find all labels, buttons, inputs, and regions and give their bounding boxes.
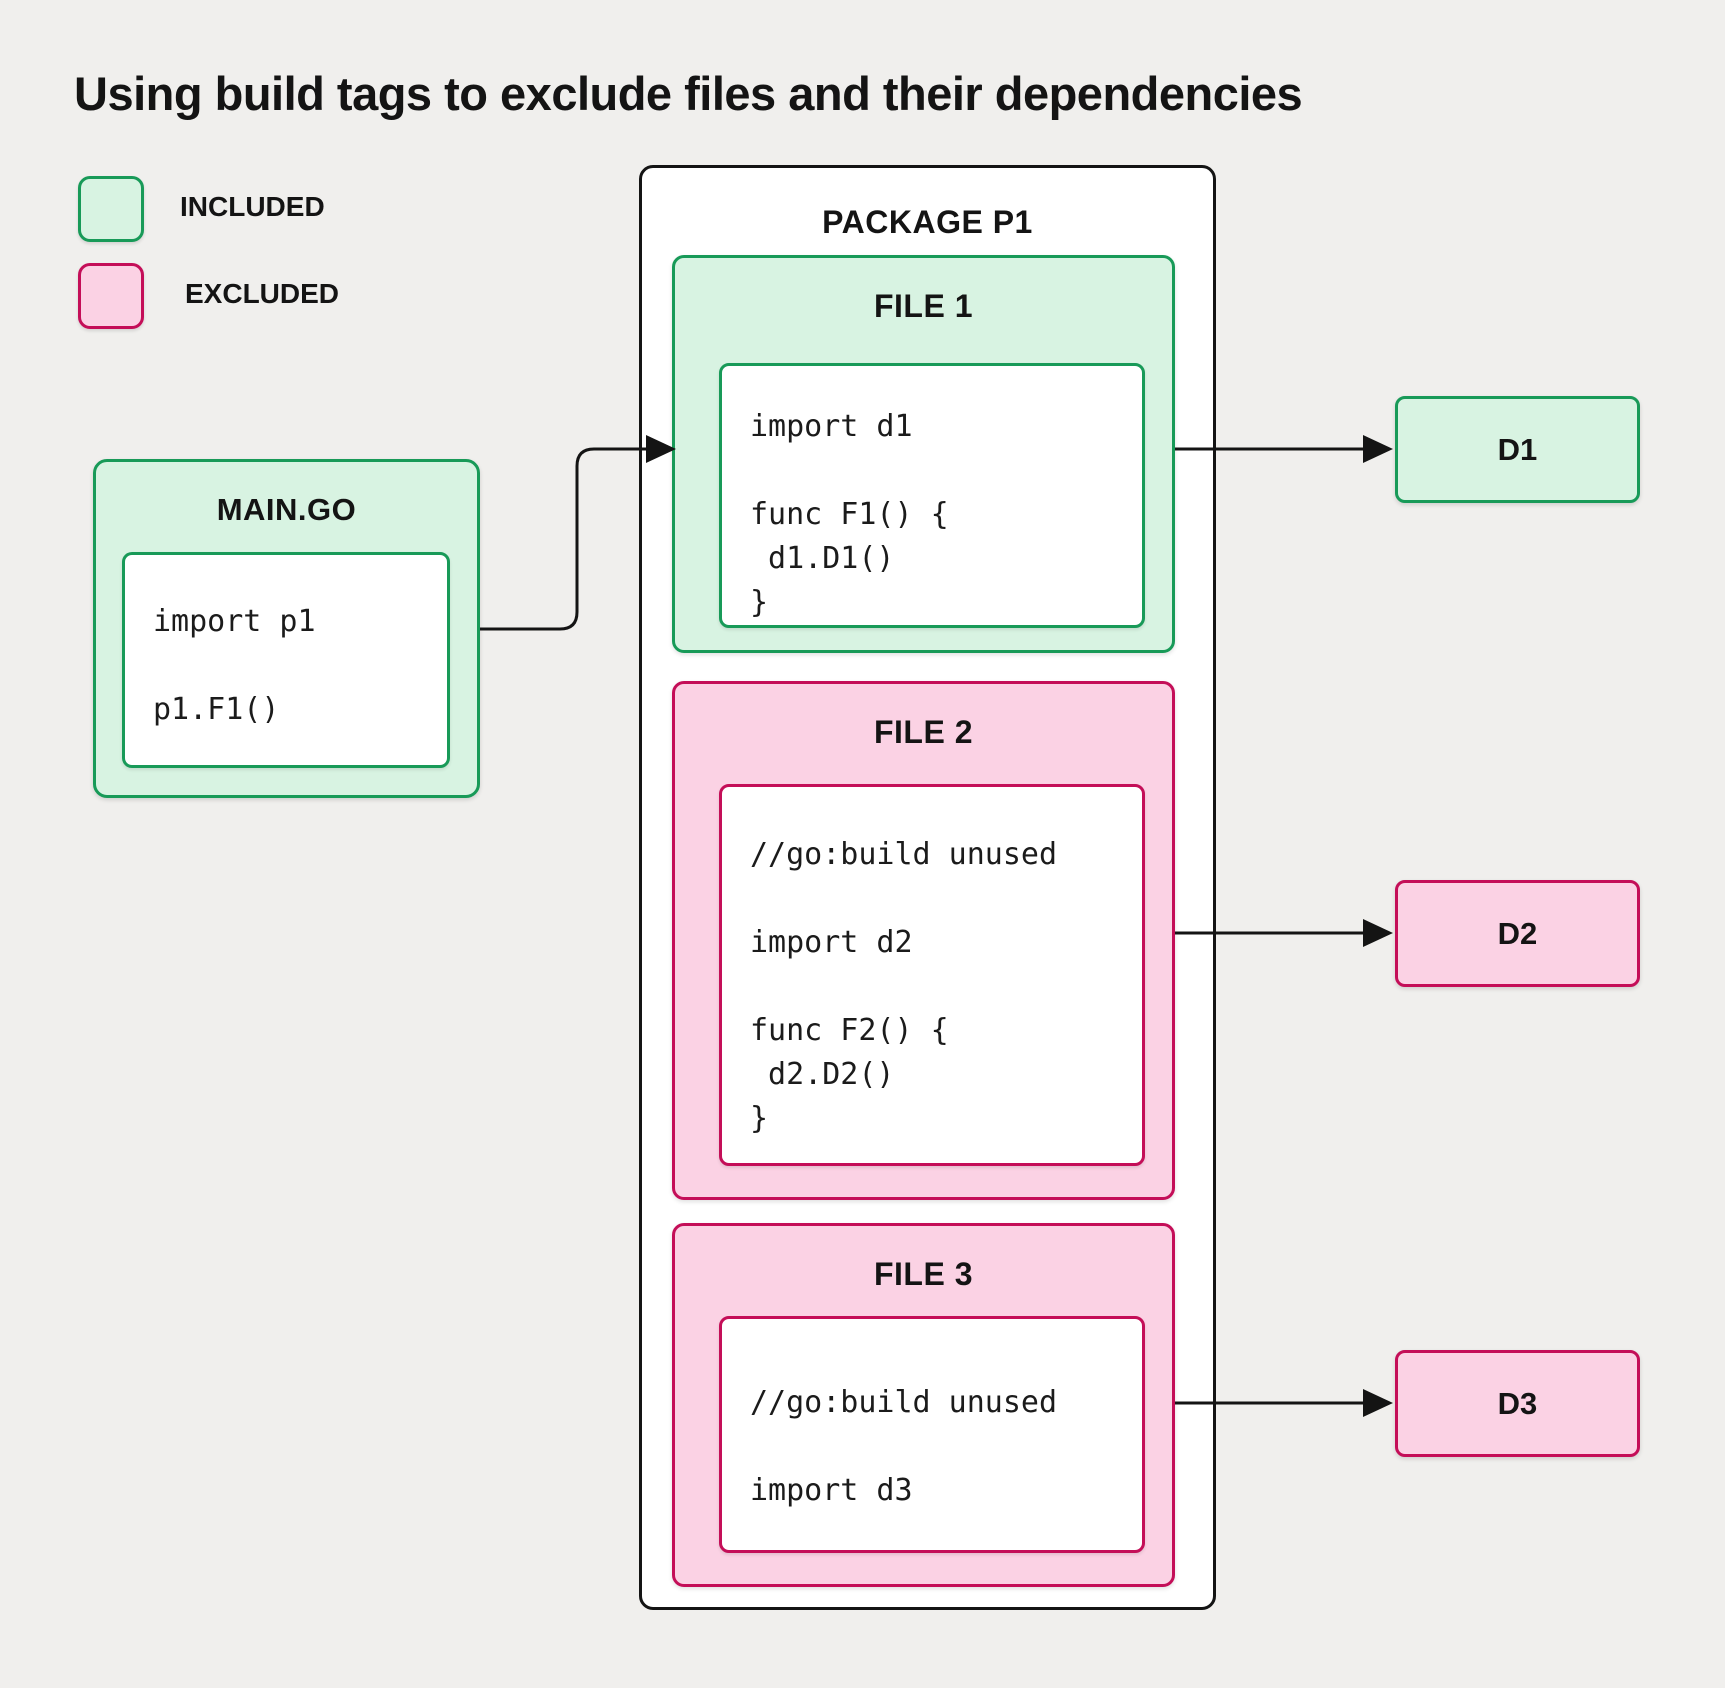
file-2-box: FILE 2 //go:build unused import d2 func … [672, 681, 1175, 1200]
dependency-d1-label: D1 [1497, 431, 1538, 467]
file-3-title: FILE 3 [873, 1256, 973, 1292]
diagram-title: Using build tags to exclude files and th… [74, 67, 1303, 120]
legend-label-excluded: EXCLUDED [185, 278, 340, 309]
file-2-code: //go:build unused import d2 func F2() { … [719, 784, 1145, 1166]
dependency-d3-label: D3 [1497, 1385, 1538, 1421]
legend-swatch-included [78, 176, 144, 242]
dependency-d1-box: D1 [1395, 396, 1640, 503]
main-go-title: MAIN.GO [216, 492, 357, 527]
file-1-box: FILE 1 import d1 func F1() { d1.D1() } [672, 255, 1175, 653]
main-go-code: import p1 p1.F1() [122, 552, 450, 768]
dependency-d3-box: D3 [1395, 1350, 1640, 1457]
file-3-box: FILE 3 //go:build unused import d3 [672, 1223, 1175, 1587]
file-3-code: //go:build unused import d3 [719, 1316, 1145, 1553]
package-p1-box: PACKAGE P1 FILE 1 import d1 func F1() { … [639, 165, 1216, 1610]
package-p1-title: PACKAGE P1 [822, 204, 1033, 240]
file-1-title: FILE 1 [873, 288, 973, 324]
file-2-title: FILE 2 [873, 714, 973, 750]
dependency-d2-box: D2 [1395, 880, 1640, 987]
legend-swatch-excluded [78, 263, 144, 329]
dependency-d2-label: D2 [1497, 915, 1538, 951]
main-go-box: MAIN.GO import p1 p1.F1() [93, 459, 480, 798]
file-1-code: import d1 func F1() { d1.D1() } [719, 363, 1145, 628]
legend-label-included: INCLUDED [180, 191, 325, 222]
